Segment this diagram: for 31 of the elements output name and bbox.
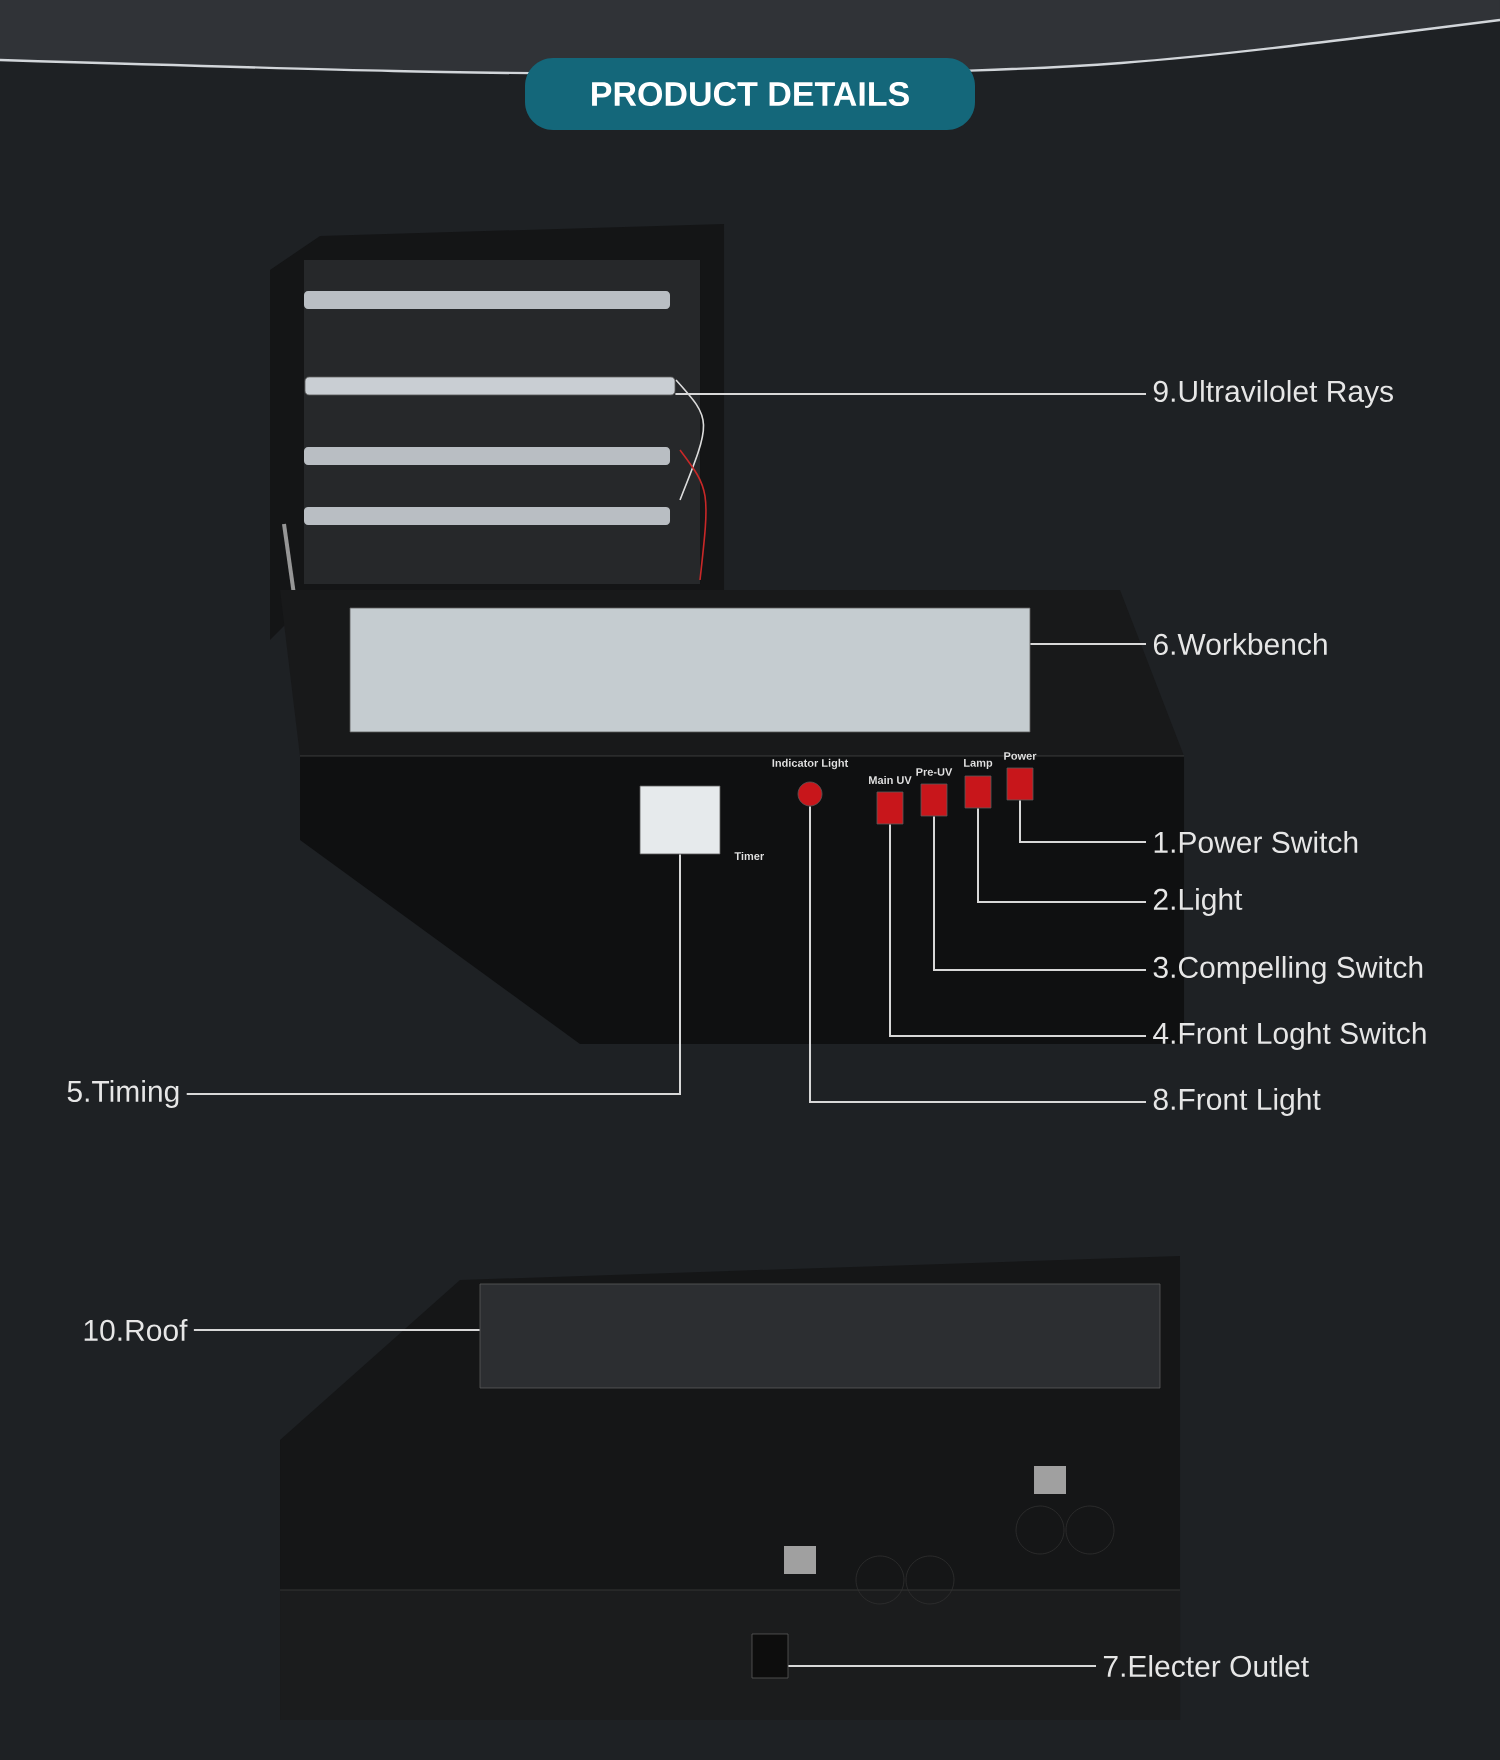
uv-tube — [304, 376, 676, 396]
callout-label: 2.Light — [1153, 888, 1243, 916]
leader-line — [1029, 643, 1147, 645]
power-outlet — [751, 1633, 789, 1679]
leader-line — [977, 807, 1147, 903]
indicator-light — [797, 781, 823, 807]
callout-label: 5.Timing — [67, 1080, 179, 1108]
rocker-switch — [876, 791, 904, 825]
workbench-glass — [349, 607, 1031, 733]
callout-label: 6.Workbench — [1153, 632, 1327, 655]
leader-line — [889, 823, 1147, 1037]
leader-line — [192, 1329, 481, 1331]
leader-line — [809, 805, 1147, 1103]
leader-line — [787, 1665, 1097, 1667]
rocker-switch — [1006, 767, 1034, 801]
rocker-switch — [920, 783, 948, 817]
title-banner: PRODUCT DETAILS — [525, 58, 975, 130]
leader-line — [185, 853, 681, 1095]
rocker-switch — [964, 775, 992, 809]
leader-line — [674, 393, 1147, 395]
leader-line — [933, 815, 1147, 971]
callout-label: 7.Electer Outlet — [1103, 1655, 1309, 1677]
callout-label: 8.Front Light — [1153, 1088, 1321, 1116]
callout-label: 10.Roof — [84, 1319, 188, 1341]
roof-panel — [479, 1283, 1161, 1389]
callout-label: 1.Power Switch — [1154, 830, 1358, 853]
timer-display — [639, 785, 721, 855]
callout-label: 3.Compelling Switch — [1153, 956, 1423, 984]
callout-label: 4.Front Loght Switch — [1153, 1022, 1426, 1050]
callout-label: 9.Ultravilolet Rays — [1153, 380, 1393, 408]
leader-line — [1019, 799, 1147, 843]
